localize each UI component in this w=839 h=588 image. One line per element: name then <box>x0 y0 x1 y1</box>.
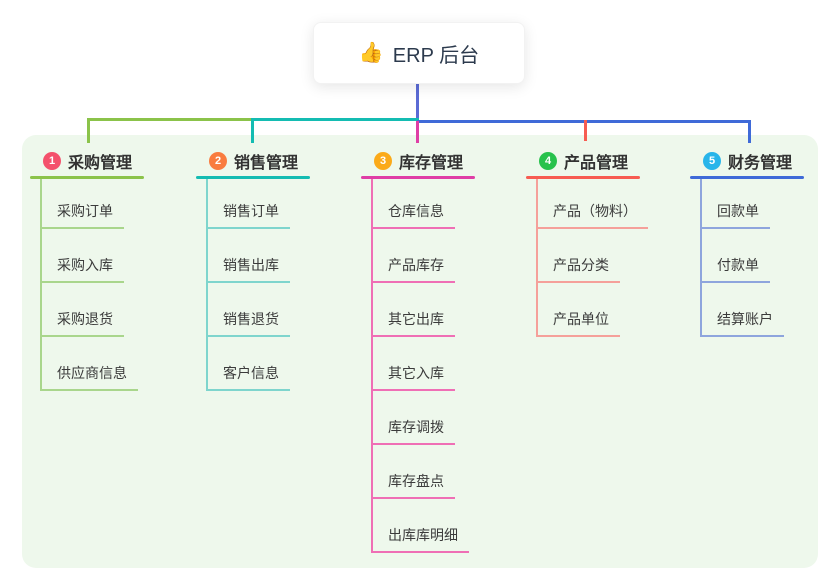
branches-panel <box>22 135 818 568</box>
node-other-outbound[interactable]: 其它出库 <box>371 283 469 337</box>
branch-sales-spine <box>206 179 208 391</box>
branch-purchase-spine <box>40 179 42 391</box>
node-sales-outbound[interactable]: 销售出库 <box>206 229 290 283</box>
branch1-drop-line <box>87 118 90 143</box>
branch-finance-header[interactable]: 5 财务管理 <box>690 148 792 174</box>
node-settlement-account[interactable]: 结算账户 <box>700 283 784 337</box>
branch-inventory-underline <box>361 176 475 179</box>
branch5-drop-line <box>748 120 751 143</box>
branch-product-spine <box>536 179 538 337</box>
branch-sales-underline <box>196 176 310 179</box>
thumbs-up-icon: 👍 <box>358 42 384 64</box>
node-label: 产品（物料） <box>536 201 648 229</box>
node-stock-take[interactable]: 库存盘点 <box>371 445 469 499</box>
node-label: 其它入库 <box>371 363 455 391</box>
node-label: 回款单 <box>700 201 770 229</box>
branch-inventory-children: 仓库信息 产品库存 其它出库 其它入库 库存调拨 库存盘点 出库库明细 <box>371 175 469 553</box>
badge-4: 4 <box>539 152 557 170</box>
branch3-drop-line <box>416 121 419 143</box>
branch-finance-label: 财务管理 <box>728 155 793 172</box>
branch-finance-underline <box>690 176 804 179</box>
node-supplier-info[interactable]: 供应商信息 <box>40 337 138 391</box>
branch-inventory-spine <box>371 179 373 553</box>
node-sales-return[interactable]: 销售退货 <box>206 283 290 337</box>
node-label: 仓库信息 <box>371 201 455 229</box>
node-sales-order[interactable]: 销售订单 <box>206 175 290 229</box>
node-product-unit[interactable]: 产品单位 <box>536 283 648 337</box>
branch2-drop-line <box>251 118 254 143</box>
branch-sales-label: 销售管理 <box>234 155 299 172</box>
branch1-horizontal-line <box>87 118 253 121</box>
branch-purchase-label: 采购管理 <box>68 155 133 172</box>
node-outbound-detail[interactable]: 出库库明细 <box>371 499 469 553</box>
node-label: 采购入库 <box>40 255 124 283</box>
branch-product-label: 产品管理 <box>564 155 629 172</box>
branch-purchase: 1 采购管理 采购订单 采购入库 采购退货 供应商信息 <box>30 0 190 588</box>
branch-finance-children: 回款单 付款单 结算账户 <box>700 175 784 337</box>
node-label: 采购退货 <box>40 309 124 337</box>
node-payment-bill[interactable]: 付款单 <box>700 229 784 283</box>
badge-3: 3 <box>374 152 392 170</box>
node-label: 其它出库 <box>371 309 455 337</box>
branch-inventory-label: 库存管理 <box>399 155 464 172</box>
node-label: 产品单位 <box>536 309 620 337</box>
node-other-inbound[interactable]: 其它入库 <box>371 337 469 391</box>
branch-inventory: 3 库存管理 仓库信息 产品库存 其它出库 其它入库 库存调拨 库存盘点 出库库… <box>361 0 521 588</box>
branch-inventory-header[interactable]: 3 库存管理 <box>361 148 463 174</box>
node-label: 库存调拨 <box>371 417 455 445</box>
node-purchase-inbound[interactable]: 采购入库 <box>40 229 138 283</box>
trunk-connector <box>416 82 419 121</box>
node-label: 出库库明细 <box>371 525 469 553</box>
branch-product-underline <box>526 176 640 179</box>
node-product-category[interactable]: 产品分类 <box>536 229 648 283</box>
branch2-horizontal-line <box>251 118 419 121</box>
node-label: 销售退货 <box>206 309 290 337</box>
branch-sales-header[interactable]: 2 销售管理 <box>196 148 298 174</box>
node-label: 采购订单 <box>40 201 124 229</box>
node-label: 库存盘点 <box>371 471 455 499</box>
node-customer-info[interactable]: 客户信息 <box>206 337 290 391</box>
branch-finance: 5 财务管理 回款单 付款单 结算账户 <box>690 0 839 588</box>
node-product-material[interactable]: 产品（物料） <box>536 175 648 229</box>
branch-purchase-header[interactable]: 1 采购管理 <box>30 148 132 174</box>
branch-finance-spine <box>700 179 702 337</box>
node-purchase-return[interactable]: 采购退货 <box>40 283 138 337</box>
node-label: 供应商信息 <box>40 363 138 391</box>
root-node[interactable]: 👍 ERP 后台 <box>313 22 525 84</box>
node-label: 客户信息 <box>206 363 290 391</box>
node-purchase-order[interactable]: 采购订单 <box>40 175 138 229</box>
node-stock-transfer[interactable]: 库存调拨 <box>371 391 469 445</box>
node-warehouse-info[interactable]: 仓库信息 <box>371 175 469 229</box>
branch-sales: 2 销售管理 销售订单 销售出库 销售退货 客户信息 <box>196 0 356 588</box>
badge-5: 5 <box>703 152 721 170</box>
node-label: 产品库存 <box>371 255 455 283</box>
branch-product: 4 产品管理 产品（物料） 产品分类 产品单位 <box>526 0 686 588</box>
node-receipt-bill[interactable]: 回款单 <box>700 175 784 229</box>
node-label: 结算账户 <box>700 309 784 337</box>
branch4-drop-line <box>584 120 587 141</box>
branch-purchase-children: 采购订单 采购入库 采购退货 供应商信息 <box>40 175 138 391</box>
branch-product-children: 产品（物料） 产品分类 产品单位 <box>536 175 648 337</box>
node-product-stock[interactable]: 产品库存 <box>371 229 469 283</box>
node-label: 产品分类 <box>536 255 620 283</box>
root-title: ERP 后台 <box>392 44 480 67</box>
branch-purchase-underline <box>30 176 144 179</box>
branch-product-header[interactable]: 4 产品管理 <box>526 148 628 174</box>
node-label: 付款单 <box>700 255 770 283</box>
branch-sales-children: 销售订单 销售出库 销售退货 客户信息 <box>206 175 290 391</box>
node-label: 销售订单 <box>206 201 290 229</box>
badge-1: 1 <box>43 152 61 170</box>
node-label: 销售出库 <box>206 255 290 283</box>
badge-2: 2 <box>209 152 227 170</box>
